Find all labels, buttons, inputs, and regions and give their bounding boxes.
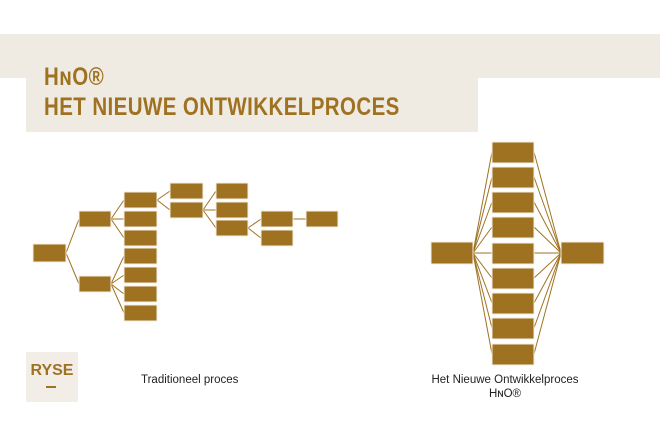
trad-node-l2-7 (123, 304, 158, 322)
trad-node-l3-2 (169, 201, 204, 219)
new-node-7 (491, 292, 535, 315)
trad-node-l2-5 (123, 266, 158, 284)
new-node-6 (491, 267, 535, 290)
new-node-4 (491, 216, 535, 239)
caption-new-process: Het Nieuwe Ontwikkelproces (431, 374, 579, 386)
traditional-connectors (65, 190, 306, 314)
trad-node-start (32, 243, 67, 263)
trad-node-l1-top (78, 210, 112, 228)
new-node-start (430, 241, 474, 265)
new-node-8 (491, 317, 535, 340)
trad-node-l2-4 (123, 247, 158, 265)
trad-node-l2-1 (123, 191, 158, 209)
trad-node-l4-2 (215, 201, 249, 219)
new-node-end (560, 241, 605, 265)
trad-node-l1-bottom (78, 275, 112, 293)
trad-node-end (305, 210, 339, 228)
trad-node-l5-1 (260, 210, 294, 228)
page-title: HET NIEUWE ONTWIKKELPROCES (44, 93, 400, 121)
new-process-connectors (472, 151, 562, 355)
new-node-2 (491, 166, 535, 189)
title-block (26, 54, 478, 132)
trad-node-l3-1 (169, 182, 204, 200)
ryse-logo: RYSE (26, 352, 78, 402)
trad-node-l2-2 (123, 210, 158, 228)
new-process-diagram (430, 141, 605, 366)
trad-node-l5-2 (260, 229, 294, 247)
trad-node-l4-3 (215, 219, 249, 237)
caption-traditional: Traditioneel proces (141, 374, 239, 386)
logo-text: RYSE (30, 362, 74, 379)
new-node-1 (491, 141, 535, 164)
trad-node-l2-3 (123, 229, 158, 247)
trad-node-l2-6 (123, 285, 158, 303)
new-node-5 (491, 242, 535, 265)
trad-node-l4-1 (215, 182, 249, 200)
page-title-brand: HɴO® (44, 63, 105, 91)
new-node-3 (491, 191, 535, 214)
logo-underline (46, 386, 56, 388)
caption-new-process-brand: HɴO® (488, 388, 522, 400)
traditional-process-diagram (32, 182, 339, 322)
new-node-9 (491, 343, 535, 366)
